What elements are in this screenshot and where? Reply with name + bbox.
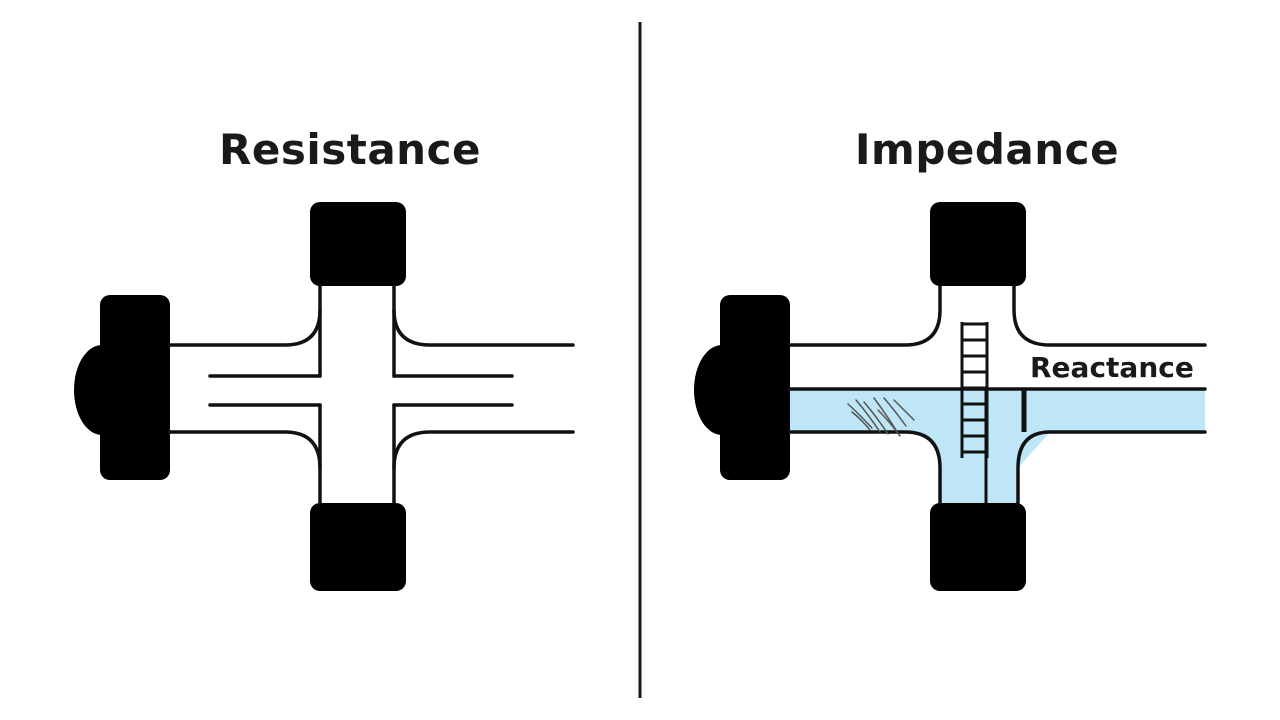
resistance-title: Resistance — [219, 125, 481, 174]
pipe-body-outline — [168, 284, 575, 505]
impedance-title: Impedance — [854, 125, 1120, 174]
ladder-icon — [960, 322, 989, 458]
top-end-cap-icon — [310, 202, 406, 286]
water-fill — [790, 389, 1205, 503]
bottom-end-cap-icon — [310, 503, 406, 591]
cross-pipe-fitting-icon — [74, 202, 575, 591]
pipe-inner-channel — [208, 308, 514, 470]
top-end-cap-icon — [930, 202, 1026, 286]
bottom-end-cap-icon — [930, 503, 1026, 591]
water-splash-icon — [847, 397, 915, 437]
pipe-body-outline — [788, 284, 1207, 505]
cross-pipe-fitting-with-water-icon — [694, 202, 1207, 591]
left-end-cap-icon — [74, 295, 170, 480]
left-end-cap-icon — [694, 295, 790, 480]
reactance-label: Reactance — [1030, 351, 1194, 384]
